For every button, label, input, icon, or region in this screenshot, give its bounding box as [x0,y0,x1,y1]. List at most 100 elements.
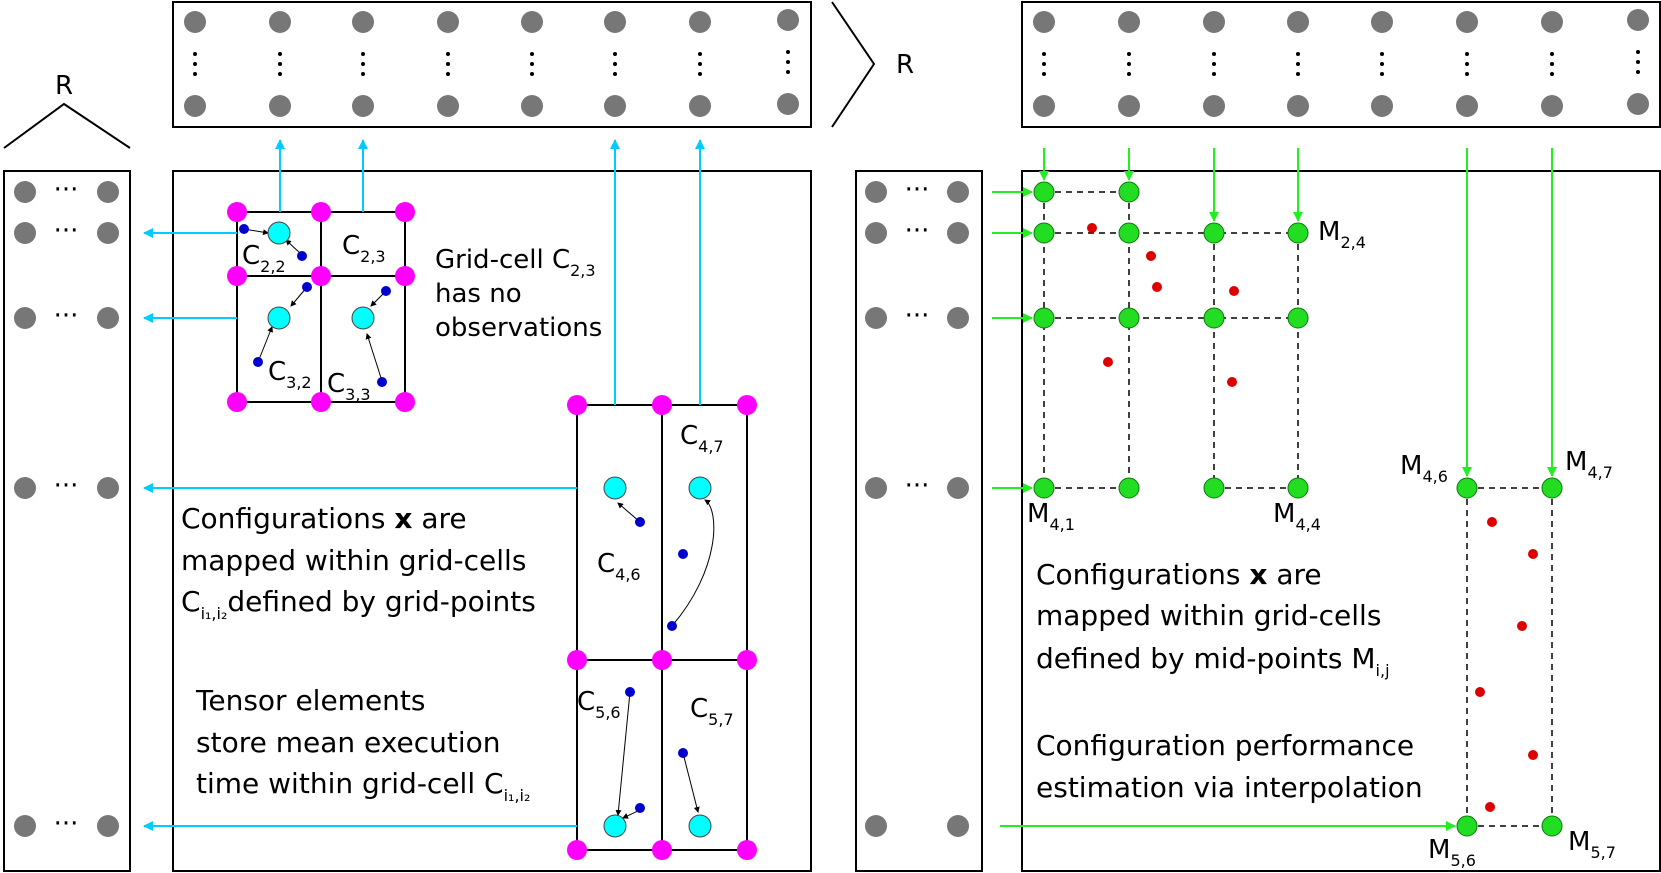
factor-dot [1287,95,1309,117]
observations-right [1087,223,1538,812]
factor-cols-left [184,9,799,117]
factor-dot [865,815,887,837]
factor-dot [1371,95,1393,117]
factor-dot [437,11,459,33]
empty-cell-note: Grid-cell C2,3 [435,245,596,280]
factor-dot [437,95,459,117]
grid-cells-lower [576,404,748,851]
factor-dot [777,93,799,115]
cell-label-c33: C3,3 [327,369,371,404]
observation-links-left [243,228,715,819]
factor-dot [947,181,969,203]
rank-label-right: R [896,50,914,80]
factor-dot [1456,95,1478,117]
factor-dot [14,222,36,244]
mapping-text-right-line1: Configurations x are [1036,558,1322,591]
factor-dot [352,11,374,33]
grid-points-left [227,202,757,860]
left-panel: R ··· ··· ··· ··· ··· [3,1,812,872]
factor-dot [1287,11,1309,33]
factor-dot [14,181,36,203]
factor-dot [269,95,291,117]
observations-left [239,224,688,813]
factor-dot [1371,11,1393,33]
store-text-line2: store mean execution [196,726,500,759]
factor-dot [947,477,969,499]
factor-dot [521,11,543,33]
midpoint-label-m56: M5,6 [1428,835,1476,870]
factor-dot [604,95,626,117]
tensor-box-right [1021,170,1661,872]
factor-rows-right: ··· ··· ··· ··· [865,175,969,837]
factor-dot [1627,93,1649,115]
ellipsis: ··· [905,471,930,501]
factor-dot [97,222,119,244]
mapping-text-right-line2: mapped within grid-cells [1036,599,1381,632]
rank-brace-right [831,1,876,128]
mapping-text-left-line1: Configurations x are [181,502,467,535]
cell-label-c57: C5,7 [690,694,734,729]
mapping-arrows-right [992,148,1557,831]
ellipsis: ··· [905,301,930,331]
factor-dot [521,95,543,117]
factor-dot [14,477,36,499]
mapping-arrows-left [143,139,705,831]
factor-dot [1118,95,1140,117]
ellipsis: ··· [54,216,79,246]
factor-matrix-left-cols [172,1,812,128]
factor-dot [14,815,36,837]
right-panel: R ··· ··· ··· ··· [831,1,1661,872]
interp-text-line1: Configuration performance [1036,729,1414,762]
factor-dot [865,307,887,329]
factor-matrix-left-rows [3,170,131,872]
cell-label-c23: C2,3 [342,231,386,266]
factor-dot [97,307,119,329]
factor-dot [97,815,119,837]
midpoint-cells [1043,191,1553,827]
rank-brace-left [3,102,131,149]
midpoint-label-m24: M2,4 [1318,217,1366,252]
empty-cell-note-line2: has no [435,279,522,309]
factor-dot [184,95,206,117]
midpoint-label-m47: M4,7 [1565,447,1613,482]
factor-matrix-right-cols [1021,1,1661,128]
factor-matrix-right-rows [855,170,983,872]
factor-dot [947,307,969,329]
factor-dot [1541,95,1563,117]
cell-label-c32: C3,2 [268,357,312,392]
factor-dot [777,9,799,31]
factor-dot [14,307,36,329]
factor-dot [1033,11,1055,33]
factor-dot [689,11,711,33]
mapping-text-left-line2: mapped within grid-cells [181,544,526,577]
factor-dot [1203,95,1225,117]
cell-label-c47: C4,7 [680,421,724,456]
factor-dot [947,815,969,837]
tensor-box-left [172,170,812,872]
ellipsis: ··· [54,809,79,839]
store-text-line1: Tensor elements [195,684,426,717]
factor-dot [184,11,206,33]
ellipsis: ··· [54,471,79,501]
mapped-points-left [267,221,712,838]
factor-dot [97,181,119,203]
factor-dot [1456,11,1478,33]
mid-points [1033,181,1563,837]
store-text-line3: time within grid-cell Ci₁,i₂ [196,767,530,805]
mapping-text-right-line3: defined by mid-points Mi,j [1036,642,1390,680]
factor-dot [689,95,711,117]
factor-dot [865,222,887,244]
factor-dot [1203,11,1225,33]
ellipsis: ··· [905,175,930,205]
factor-cols-right [1033,9,1649,117]
factor-dot [604,11,626,33]
rank-label-left: R [55,71,73,101]
ellipsis: ··· [54,175,79,205]
factor-dot [947,222,969,244]
cell-label-c56: C5,6 [577,687,621,722]
factor-dot [97,477,119,499]
midpoint-label-m46: M4,6 [1400,451,1448,486]
midpoint-label-m44: M4,4 [1273,499,1321,534]
midpoint-label-m57: M5,7 [1568,827,1616,862]
